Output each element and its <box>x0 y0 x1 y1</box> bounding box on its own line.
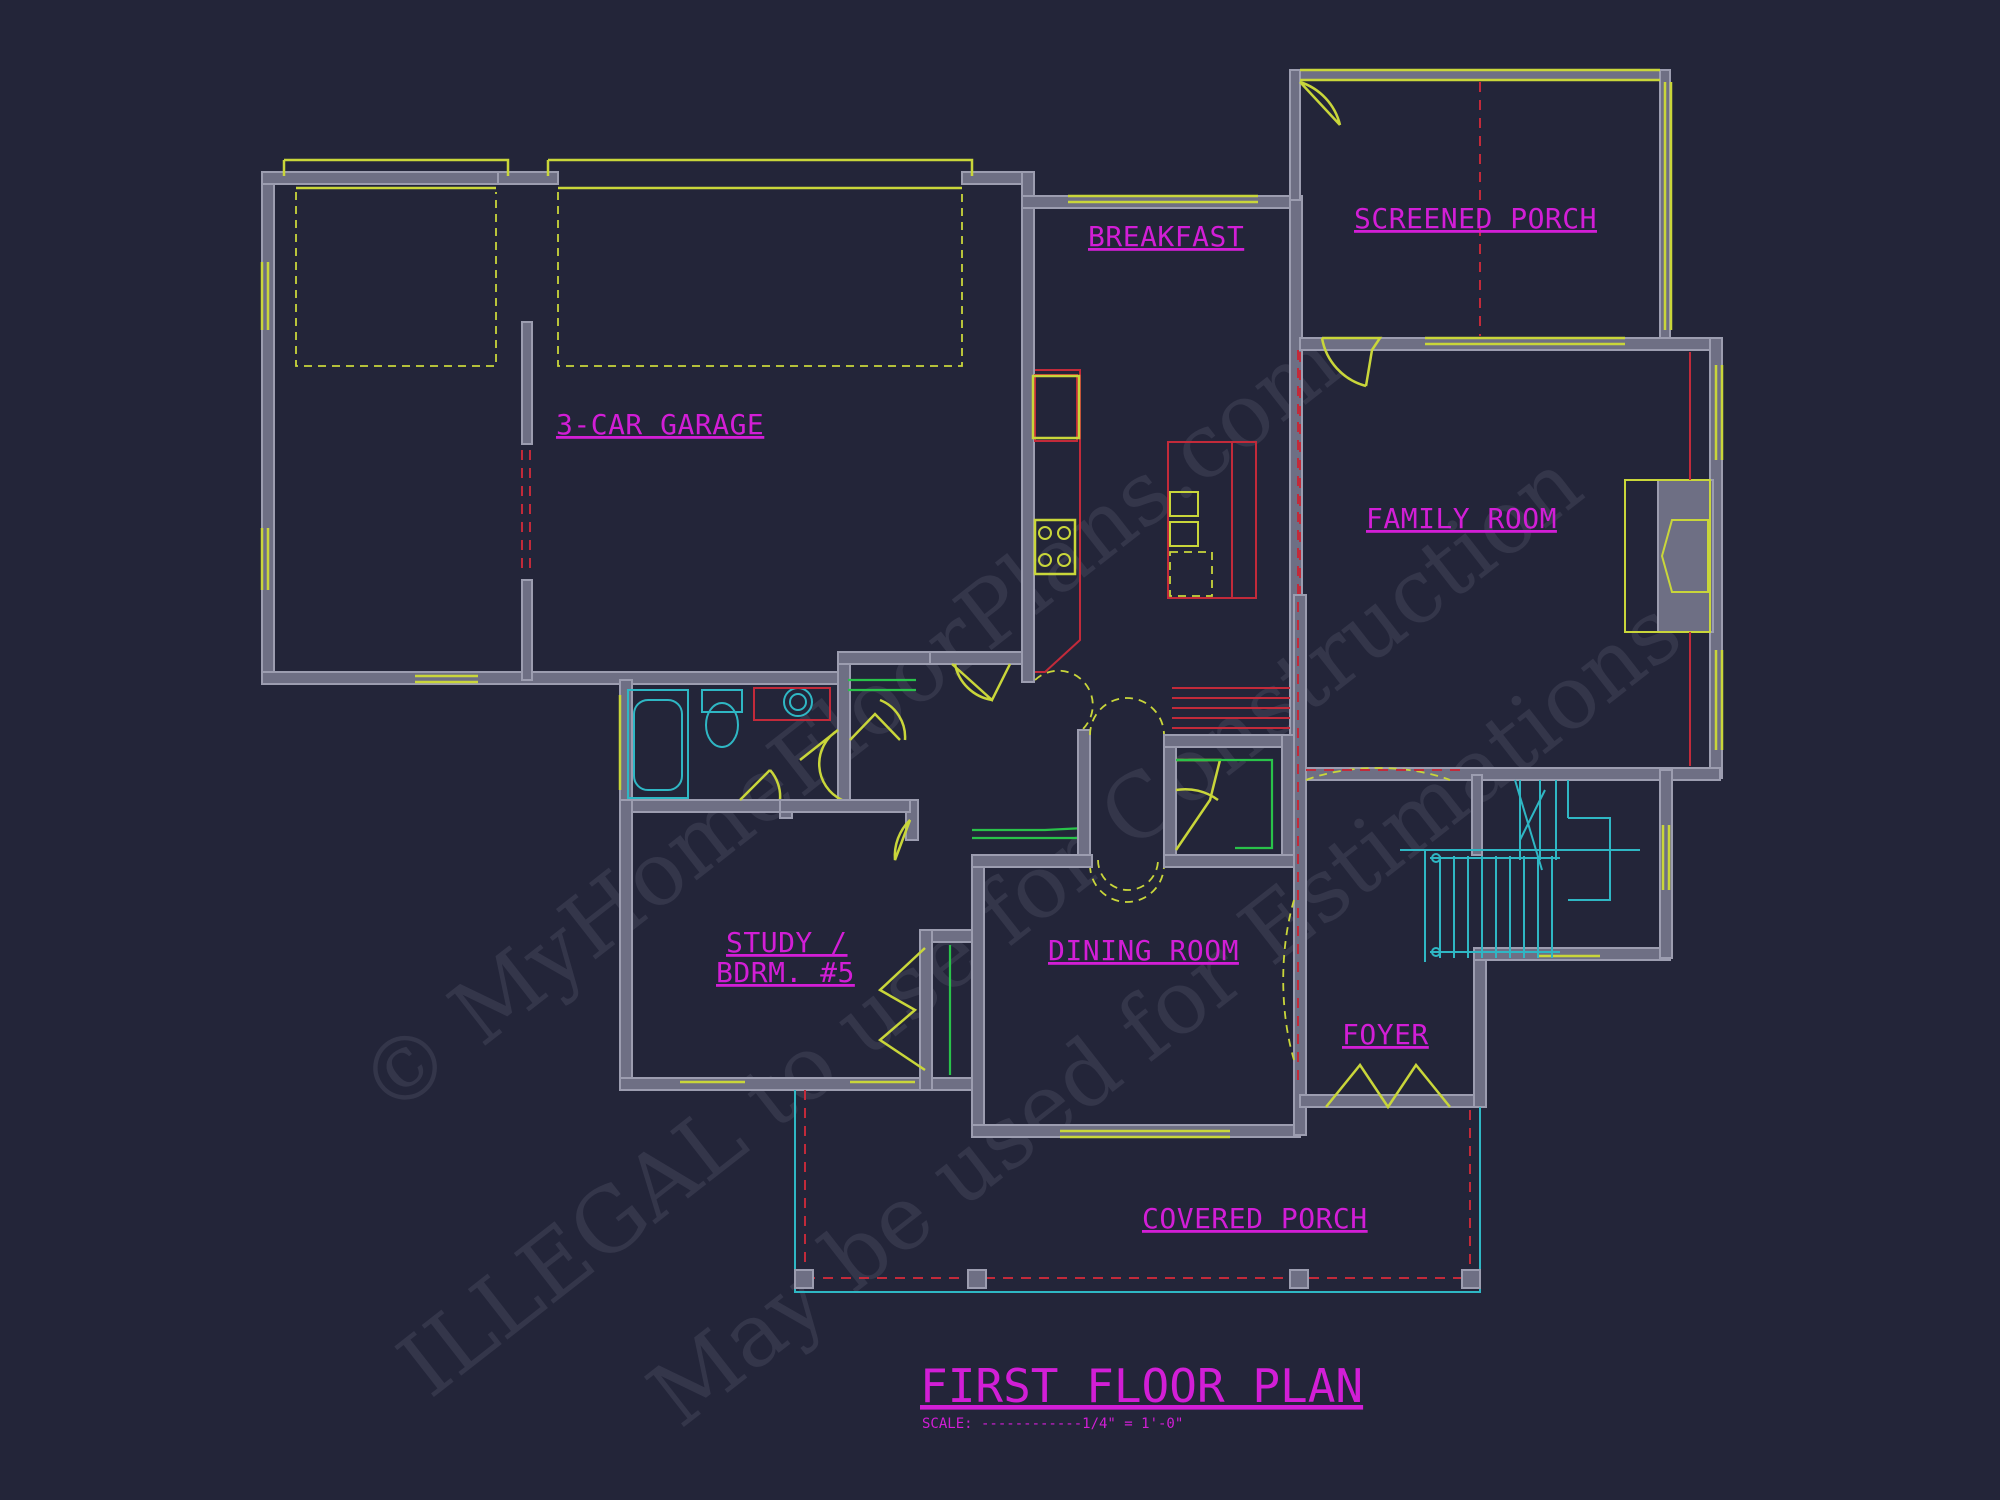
kitchen-area <box>1021 194 1303 737</box>
label-foyer: FOYER <box>1342 1018 1429 1051</box>
label-screened-porch: SCREENED PORCH <box>1354 202 1597 235</box>
room-labels: 3-CAR GARAGE BREAKFAST SCREENED PORCH FA… <box>556 202 1597 1235</box>
label-garage: 3-CAR GARAGE <box>556 408 764 441</box>
staircase <box>1400 779 1640 962</box>
screened-porch-area <box>1289 68 1673 339</box>
foyer-area <box>1297 350 1673 1110</box>
label-study-line-2: BDRM. #5 <box>716 956 855 989</box>
plan-scale: SCALE: ------------1/4" = 1'-0" <box>922 1416 1183 1432</box>
plan-title-block: FIRST FLOOR PLAN SCALE: ------------1/4"… <box>920 1359 1363 1432</box>
family-room-area <box>1299 336 1724 781</box>
label-study-line-1: STUDY / <box>726 926 848 959</box>
garage-area <box>260 158 1035 685</box>
label-dining-room: DINING ROOM <box>1048 934 1239 967</box>
plan-title: FIRST FLOOR PLAN <box>920 1359 1363 1413</box>
label-family-room: FAMILY ROOM <box>1366 502 1557 535</box>
covered-porch-area <box>794 1090 1481 1293</box>
label-covered-porch: COVERED PORCH <box>1142 1202 1368 1235</box>
label-breakfast: BREAKFAST <box>1088 220 1244 253</box>
